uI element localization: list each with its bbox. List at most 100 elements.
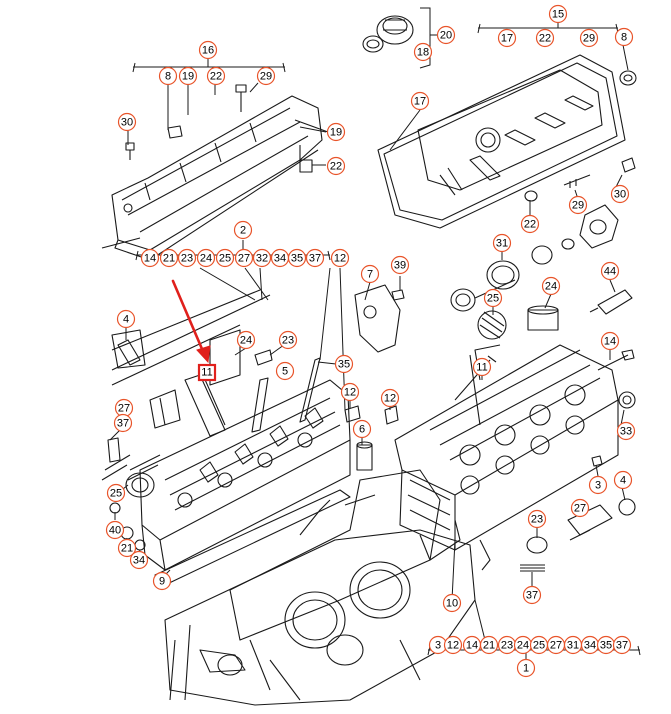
callout-40: 40 [105,520,125,540]
callout-10: 10 [442,593,462,613]
callout-25: 25 [215,248,235,268]
callout-number: 25 [533,640,545,652]
callout-17: 17 [410,91,430,111]
callout-circle [600,261,620,281]
callout-circle [541,276,561,296]
callout-circle [436,25,456,45]
callout-number: 9 [159,576,165,588]
callout-number: 7 [367,269,373,281]
callout-3: 3 [588,475,608,495]
callout-number: 34 [584,640,596,652]
callout-number: 27 [574,503,586,515]
callout-23: 23 [278,330,298,350]
callout-number: 25 [219,253,231,265]
callout-7: 7 [360,264,380,284]
leader-lines [109,7,641,662]
callout-number: 22 [210,71,222,83]
callout-number: 1 [523,663,529,675]
callout-circle [159,248,179,268]
callout-number: 12 [334,253,346,265]
highlight-label: 11 [201,367,212,379]
callout-circle [326,122,346,142]
callout-circle [600,331,620,351]
callout-circle [178,66,198,86]
callout-number: 21 [163,253,175,265]
callout-34: 34 [129,550,149,570]
callout-37: 37 [305,248,325,268]
callout-24: 24 [513,635,533,655]
callout-circle [177,248,197,268]
callout-number: 34 [133,555,145,567]
callout-circle [613,470,633,490]
head-gasket-left [154,489,351,586]
callout-34: 34 [580,635,600,655]
callout-number: 34 [274,253,286,265]
callout-circle [234,248,254,268]
callout-9: 9 [152,571,172,591]
callout-11: 11 [472,357,492,377]
callout-number: 29 [572,200,584,212]
callout-circle [305,248,325,268]
callout-circle [105,520,125,540]
callout-circle [614,27,634,47]
callout-number: 20 [440,30,452,42]
callout-27: 27 [234,248,254,268]
callout-21: 21 [159,248,179,268]
callout-circle [236,330,256,350]
callout-29: 29 [579,28,599,48]
callout-23: 23 [527,509,547,529]
callout-circle [527,509,547,529]
callout-number: 35 [291,253,303,265]
callout-21: 21 [479,635,499,655]
callout-number: 29 [583,33,595,45]
callout-number: 12 [447,640,459,652]
callout-number: 3 [595,480,601,492]
callout-25: 25 [106,483,126,503]
callout-number: 39 [394,260,406,272]
callout-number: 6 [359,424,365,436]
callout-circle [340,382,360,402]
callout-circle [520,214,540,234]
callout-23: 23 [177,248,197,268]
callout-27: 27 [570,498,590,518]
callout-number: 14 [144,253,156,265]
callout-number: 35 [600,640,612,652]
callout-number: 25 [487,293,499,305]
callout-number: 27 [550,640,562,652]
callout-number: 37 [117,418,129,430]
camshaft-cover [354,284,405,353]
callout-15: 15 [548,4,568,24]
callout-number: 15 [552,9,564,21]
callout-number: 31 [496,238,508,250]
callout-circle [275,361,295,381]
callout-number: 11 [476,362,487,374]
callout-number: 21 [121,543,133,555]
engine-block [164,469,491,706]
callout-12: 12 [340,382,360,402]
callout-number: 8 [621,32,627,44]
callout-circle [413,42,433,62]
callout-number: 14 [466,640,478,652]
callout-number: 35 [338,359,350,371]
callout-16: 16 [198,40,218,60]
callout-circle [442,593,462,613]
callout-circle [516,658,536,678]
callout-number: 3 [435,640,441,652]
callout-4: 4 [613,470,633,490]
callout-circle [198,40,218,60]
callout-number: 29 [260,71,272,83]
callout-30: 30 [117,112,137,132]
callout-circle [352,419,372,439]
highlight-box [197,363,217,382]
callout-number: 44 [604,266,616,278]
callout-35: 35 [334,354,354,374]
callout-circle [326,156,346,176]
callout-number: 4 [123,314,129,326]
callout-circle [535,28,555,48]
callout-39: 39 [390,255,410,275]
callout-12: 12 [443,635,463,655]
callout-20: 20 [436,25,456,45]
callout-number: 17 [501,33,513,45]
